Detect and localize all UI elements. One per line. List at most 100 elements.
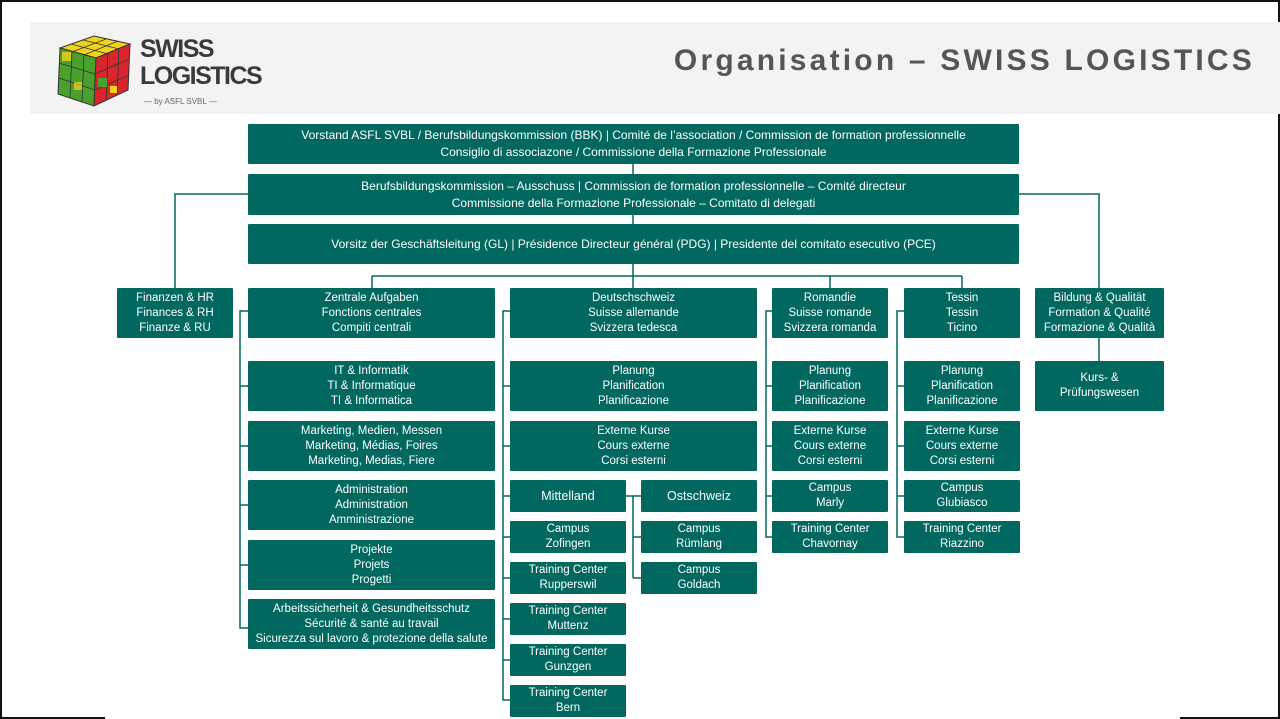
ticino-campus-line-1: Campus bbox=[940, 482, 984, 494]
german-planning-line-1: Planung bbox=[612, 364, 655, 377]
central-admin-line-3: Amministrazione bbox=[329, 513, 414, 526]
site-bern-line-2: Bern bbox=[555, 702, 581, 714]
central-head-line-3: Compiti centrali bbox=[331, 321, 412, 334]
site-rupperswil-box: Training Center Rupperswil bbox=[510, 562, 626, 594]
ticino-tc-line-2: Riazzino bbox=[939, 538, 985, 550]
romandie-planning-box: Planung Planification Planificazione bbox=[772, 361, 888, 411]
romandie-head-line-1: Romandie bbox=[803, 291, 857, 304]
committee-line-2: Commissione della Formazione Professiona… bbox=[451, 195, 816, 210]
ticino-head-line-3: Ticino bbox=[946, 321, 978, 334]
brand-subtitle: — by ASFL SVBL — bbox=[144, 97, 217, 106]
central-head-line-2: Fonctions centrales bbox=[321, 306, 422, 319]
site-zofingen-box: Campus Zofingen bbox=[510, 521, 626, 553]
central-safety-line-1: Arbeitssicherheit & Gesundheitsschutz bbox=[273, 602, 470, 615]
ticino-campus-box: Campus Glubiasco bbox=[904, 480, 1020, 512]
finance-hr-box: Finanzen & HR Finances & RH Finanze & RU bbox=[117, 288, 233, 338]
education-line-3: Formazione & Qualità bbox=[1043, 321, 1156, 334]
site-muttenz-line-2: Muttenz bbox=[547, 620, 589, 632]
romandie-ext-line-2: Cours externe bbox=[793, 439, 867, 452]
romandie-marly-line-1: Campus bbox=[808, 482, 852, 494]
central-it-line-2: TI & Informatique bbox=[327, 379, 416, 392]
german-ext-line-1: Externe Kurse bbox=[597, 424, 670, 437]
site-zofingen-line-2: Zofingen bbox=[545, 538, 591, 550]
ticino-tc-line-1: Training Center bbox=[922, 523, 1002, 535]
ticino-ext-line-3: Corsi esterni bbox=[929, 454, 995, 467]
presidency-box: Vorsitz der Geschäftsleitung (GL) | Prés… bbox=[248, 224, 1019, 264]
site-zofingen-line-1: Campus bbox=[546, 523, 590, 535]
finance-line-1: Finanzen & HR bbox=[136, 291, 214, 304]
german-ext-line-3: Corsi esterni bbox=[601, 454, 666, 467]
german-planning-box: Planung Planification Planificazione bbox=[510, 361, 757, 411]
central-head-line-1: Zentrale Aufgaben bbox=[324, 291, 419, 304]
site-goldach-box: Campus Goldach bbox=[641, 562, 757, 594]
site-ruemlang-line-1: Campus bbox=[677, 523, 721, 535]
site-bern-line-1: Training Center bbox=[528, 687, 608, 699]
site-goldach-line-2: Goldach bbox=[677, 579, 721, 591]
board-line-2: Consiglio di associazone / Commissione d… bbox=[440, 145, 827, 159]
education-quality-box: Bildung & Qualität Formation & Qualité F… bbox=[1035, 288, 1164, 338]
german-head-box: Deutschschweiz Suisse allemande Svizzera… bbox=[510, 288, 757, 338]
ticino-training-center-box: Training Center Riazzino bbox=[904, 521, 1020, 553]
romandie-chavornay-line-1: Training Center bbox=[790, 523, 870, 535]
central-admin-line-2: Administration bbox=[335, 498, 408, 511]
site-rupperswil-line-2: Rupperswil bbox=[539, 579, 597, 591]
romandie-planning-line-1: Planung bbox=[808, 364, 852, 377]
romandie-chavornay-box: Training Center Chavornay bbox=[772, 521, 888, 553]
romandie-marly-line-2: Marly bbox=[815, 497, 845, 509]
site-gunzgen-line-1: Training Center bbox=[528, 646, 608, 658]
ticino-head-line-1: Tessin bbox=[945, 291, 979, 304]
central-projects-line-3: Progetti bbox=[351, 573, 392, 586]
courses-exams-line-1: Kurs- & bbox=[1080, 372, 1119, 384]
site-goldach-line-1: Campus bbox=[677, 564, 721, 576]
german-planning-line-2: Planification bbox=[602, 379, 665, 392]
romandie-head-box: Romandie Suisse romande Svizzera romanda bbox=[772, 288, 888, 338]
romandie-chavornay-line-2: Chavornay bbox=[802, 538, 858, 550]
german-planning-line-3: Planificazione bbox=[598, 394, 669, 407]
central-safety-box: Arbeitssicherheit & Gesundheitsschutz Sé… bbox=[248, 599, 495, 649]
presidency-line-1: Vorsitz der Geschäftsleitung (GL) | Prés… bbox=[331, 236, 936, 251]
romandie-planning-line-2: Planification bbox=[798, 379, 861, 392]
central-it-line-1: IT & Informatik bbox=[334, 364, 409, 377]
romandie-ext-line-1: Externe Kurse bbox=[793, 424, 867, 437]
header-band bbox=[30, 22, 1280, 114]
mittelland-label: Mittelland bbox=[541, 488, 595, 503]
board-line-1: Vorstand ASFL SVBL / Berufsbildungskommi… bbox=[301, 128, 966, 142]
finance-line-2: Finances & RH bbox=[136, 306, 214, 319]
site-rupperswil-line-1: Training Center bbox=[528, 564, 608, 576]
german-head-line-3: Svizzera tedesca bbox=[589, 321, 678, 334]
ostschweiz-label: Ostschweiz bbox=[667, 488, 731, 503]
central-marketing-line-3: Marketing, Medias, Fiere bbox=[308, 454, 435, 467]
committee-box: Berufsbildungskommission – Ausschuss | C… bbox=[248, 174, 1019, 215]
romandie-ext-line-3: Corsi esterni bbox=[797, 454, 863, 467]
finance-line-3: Finanze & RU bbox=[139, 321, 211, 334]
central-projects-line-1: Projekte bbox=[350, 543, 393, 556]
ticino-head-box: Tessin Tessin Ticino bbox=[904, 288, 1020, 338]
ticino-ext-line-2: Cours externe bbox=[925, 439, 999, 452]
site-ruemlang-line-2: Rümlang bbox=[675, 538, 723, 550]
central-projects-line-2: Projets bbox=[353, 558, 390, 571]
mittelland-box: Mittelland bbox=[510, 480, 626, 512]
board-box: Vorstand ASFL SVBL / Berufsbildungskommi… bbox=[248, 124, 1019, 164]
central-admin-line-1: Administration bbox=[335, 483, 408, 496]
ostschweiz-box: Ostschweiz bbox=[641, 480, 757, 512]
central-marketing-line-2: Marketing, Médias, Foires bbox=[305, 439, 438, 452]
ticino-planning-line-1: Planung bbox=[940, 364, 984, 377]
central-marketing-line-1: Marketing, Medien, Messen bbox=[300, 424, 443, 437]
education-line-2: Formation & Qualité bbox=[1048, 306, 1151, 319]
site-gunzgen-box: Training Center Gunzgen bbox=[510, 644, 626, 676]
central-administration-box: Administration Administration Amministra… bbox=[248, 480, 495, 530]
brand-line-2: LOGISTICS bbox=[140, 62, 263, 90]
romandie-external-courses-box: Externe Kurse Cours externe Corsi estern… bbox=[772, 421, 888, 471]
central-head-box: Zentrale Aufgaben Fonctions centrales Co… bbox=[248, 288, 495, 338]
german-head-line-2: Suisse allemande bbox=[588, 306, 679, 319]
site-muttenz-line-1: Training Center bbox=[528, 605, 608, 617]
site-gunzgen-line-2: Gunzgen bbox=[544, 661, 592, 673]
german-external-courses-box: Externe Kurse Cours externe Corsi estern… bbox=[510, 421, 757, 471]
courses-exams-line-2: Prüfungswesen bbox=[1059, 387, 1140, 399]
site-bern-box: Training Center Bern bbox=[510, 685, 626, 717]
central-it-box: IT & Informatik TI & Informatique TI & I… bbox=[248, 361, 495, 411]
education-line-1: Bildung & Qualität bbox=[1053, 291, 1146, 304]
site-ruemlang-box: Campus Rümlang bbox=[641, 521, 757, 553]
romandie-campus-marly-box: Campus Marly bbox=[772, 480, 888, 512]
